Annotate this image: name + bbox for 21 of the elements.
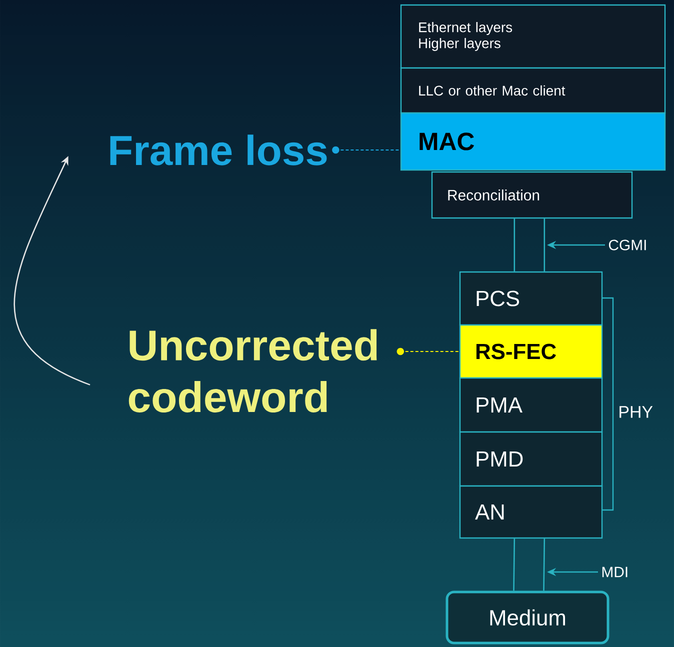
medium-box: Medium [446, 590, 610, 644]
callout-text: Uncorrected codeword [128, 329, 377, 412]
interface-label: MDI [602, 566, 628, 578]
layer-box: AN [459, 485, 603, 539]
layer-box: Ethernet layers Higher layers [400, 4, 666, 69]
connector-line [513, 538, 516, 591]
bracket-label: PHY [620, 406, 653, 418]
connector-line [544, 218, 546, 272]
layer-box: MAC [400, 112, 666, 171]
layer-box: PMA [459, 377, 603, 433]
layer-box: LLC or other Mac client [400, 67, 666, 114]
connector-line [543, 538, 546, 591]
leader-line [396, 348, 460, 356]
layer-box: RS-FEC [459, 324, 603, 379]
leader-line [332, 146, 401, 154]
layer-box: Reconciliation [431, 171, 633, 219]
layer-box: PCS [459, 271, 603, 326]
interface-label: CGMI [608, 240, 646, 250]
layer-box: PMD [459, 431, 603, 487]
connector-line [514, 218, 516, 272]
callout-text: Frame loss [110, 134, 327, 166]
